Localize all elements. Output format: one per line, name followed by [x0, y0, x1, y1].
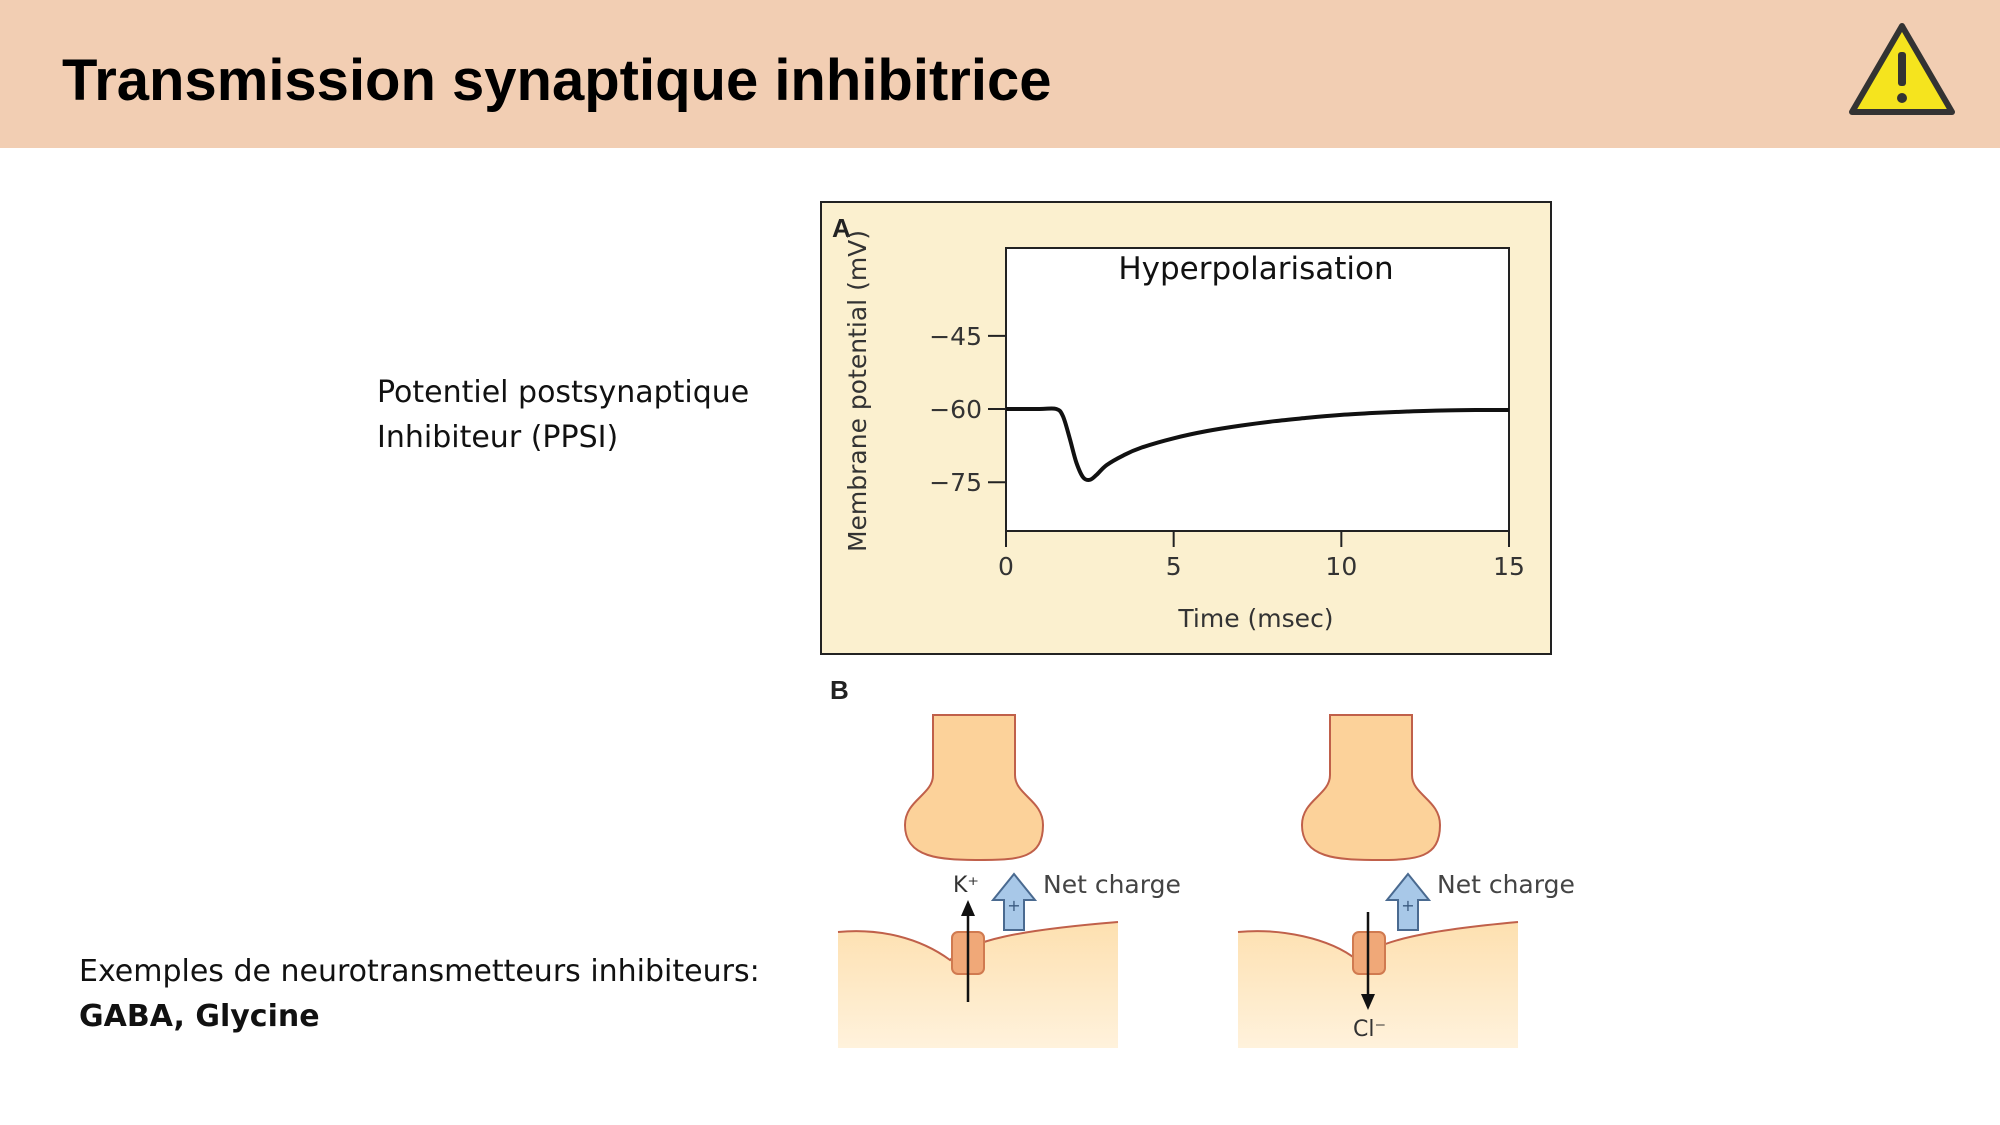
chart-annotation: Hyperpolarisation [1118, 251, 1393, 287]
warning-triangle-icon [1849, 23, 1955, 115]
plot-area [1005, 247, 1510, 532]
x-axis-ticks: 0 5 10 15 [998, 531, 1525, 581]
panel-b-label: B [830, 675, 849, 705]
x-axis-label: Time (msec) [1177, 604, 1333, 633]
slide-title: Transmission synaptique inhibitrice [62, 48, 1052, 113]
postsynaptic-membrane [838, 922, 1118, 1048]
y-axis-ticks: −45 −60 −75 [929, 322, 1006, 497]
panel-a-label: A [832, 213, 851, 243]
x-tick-label: 10 [1325, 552, 1357, 581]
net-charge-plus-sign: + [1401, 896, 1414, 915]
membrane-potential-series-line [1006, 406, 1510, 482]
ppsi-caption-line-2: Inhibiteur (PPSI) [377, 420, 619, 455]
examples-text: Exemples de neurotransmetteurs inhibiteu… [79, 949, 760, 1039]
y-axis-label: Membrane potential (mV) [843, 230, 872, 552]
title-bar: Transmission synaptique inhibitrice [0, 0, 2000, 148]
net-charge-plus-sign: + [1007, 896, 1020, 915]
chloride-ion-label: Cl⁻ [1353, 1017, 1386, 1042]
panel-a-chart: A Hyperpolarisation 0 5 10 15 −45 −60 −75 Tim… [820, 201, 1552, 655]
examples-line-1: Exemples de neurotransmetteurs inhibiteu… [79, 954, 760, 989]
postsynaptic-membrane [1238, 922, 1518, 1048]
presynaptic-terminal [1300, 714, 1442, 862]
net-charge-arrow-icon [1384, 872, 1432, 931]
x-tick-label: 5 [1166, 552, 1182, 581]
membrane-potential-chart: A Hyperpolarisation 0 5 10 15 −45 −60 −75 Tim… [832, 213, 1525, 633]
y-tick-label: −60 [929, 395, 982, 424]
presynaptic-terminal [903, 714, 1045, 862]
examples-neurotransmitters: GABA, Glycine [79, 999, 320, 1034]
synapse-potassium: K⁺ + Net charge [837, 714, 1181, 1048]
y-tick-label: −75 [929, 468, 982, 497]
y-tick-label: −45 [929, 322, 982, 351]
synapse-chloride: Cl⁻ + Net charge [1237, 714, 1575, 1048]
x-tick-label: 0 [998, 552, 1014, 581]
ppsi-caption: Potentiel postsynaptique Inhibiteur (PPS… [377, 370, 749, 460]
net-charge-arrow-icon [990, 872, 1038, 931]
net-charge-label: Net charge [1437, 870, 1575, 899]
x-tick-label: 15 [1493, 552, 1525, 581]
potassium-ion-label: K⁺ [953, 873, 979, 898]
net-charge-label: Net charge [1043, 870, 1181, 899]
ppsi-caption-line-1: Potentiel postsynaptique [377, 375, 750, 410]
panel-b-diagram: B K⁺ + Net charge Cl⁻ + Net charge [830, 675, 1575, 1048]
